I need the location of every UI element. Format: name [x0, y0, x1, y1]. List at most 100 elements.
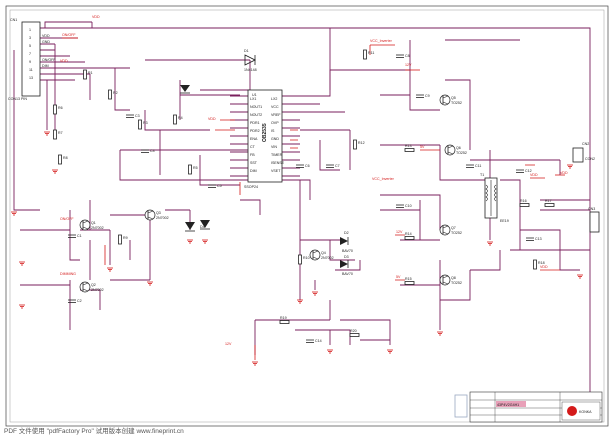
resistor-r12: R12: [353, 139, 365, 150]
svg-text:U1: U1: [252, 93, 257, 97]
transformer-t1: T1 EE19: [480, 173, 509, 223]
transistor-part: 2N7002: [156, 216, 169, 220]
capacitor-ref: C1: [77, 234, 82, 238]
svg-text:3: 3: [29, 36, 31, 40]
resistor-r6: R6: [53, 104, 63, 115]
resistor-r10: R10: [298, 254, 310, 265]
svg-text:ON/OFF: ON/OFF: [42, 58, 56, 62]
diode-d2: D2 BAV70: [340, 231, 353, 253]
ground-icon: [437, 331, 443, 336]
connector-cn2: CN2 CON2: [572, 142, 595, 163]
svg-text:SST: SST: [250, 161, 258, 165]
ground-icon: [577, 274, 583, 279]
ground-icon: [327, 349, 333, 354]
svg-text:ON/OFF: ON/OFF: [60, 217, 74, 221]
connector-cn3: CN3: [588, 207, 600, 233]
svg-text:VREF: VREF: [271, 113, 281, 117]
resistor-ref: R12: [358, 141, 365, 145]
svg-text:ISENSE: ISENSE: [271, 161, 285, 165]
transistor-ref: Q1: [91, 221, 96, 225]
resistor-r8: R8: [58, 154, 68, 165]
svg-text:D1: D1: [244, 49, 249, 53]
resistor-ref: R16: [520, 199, 527, 203]
svg-text:CT: CT: [250, 145, 256, 149]
ground-icon: [19, 261, 25, 266]
transistor-ref: Q7: [451, 226, 456, 230]
capacitor-c11: C11: [466, 164, 481, 168]
capacitor-c12: C12: [516, 169, 532, 173]
svg-text:GND: GND: [271, 137, 279, 141]
svg-text:9: 9: [29, 60, 31, 64]
transistor-ref: Q8: [451, 276, 456, 280]
svg-text:TIMER: TIMER: [271, 153, 283, 157]
capacitor-c13: C13: [526, 237, 542, 241]
resistor-ref: R13: [405, 144, 412, 148]
ground-icon: [297, 299, 303, 304]
ground-icon: [107, 267, 113, 272]
transistor-ref: Q3: [156, 211, 161, 215]
capacitor-ref: C5: [217, 184, 222, 188]
resistor-r16: R16: [519, 199, 530, 207]
connector-cn1: CN1 CON13 PIN 1 3 5 7 9 11 13 VDD GND ON…: [8, 18, 56, 101]
svg-text:VDD: VDD: [42, 34, 50, 38]
svg-text:LX2: LX2: [271, 97, 277, 101]
pdf-footer-note: PDF 文件使用 "pdfFactory Pro" 试用版本创建 www.fin…: [4, 428, 184, 435]
svg-text:EE19: EE19: [500, 219, 509, 223]
resistor-ref: R1: [88, 71, 93, 75]
resistor-r7: R7: [53, 129, 63, 140]
resistor-r1: R1: [83, 69, 93, 80]
transistor-part: TO252: [451, 101, 462, 105]
part-number-highlight: [496, 401, 526, 407]
capacitor-c8: C8: [396, 54, 410, 58]
diode-d4: D4: [185, 222, 205, 232]
ic-oz9938-controller: OB2535 U1 SSOP24 LX1 NOUT1 NOUT2 PDR1 PD…: [244, 89, 285, 189]
svg-text:D2: D2: [344, 231, 349, 235]
svg-text:VDD: VDD: [540, 265, 548, 269]
transistor-part: TO252: [451, 281, 462, 285]
resistor-ref: R20: [350, 329, 357, 333]
svg-text:LX1: LX1: [250, 97, 256, 101]
capacitor-c4: C4: [141, 149, 155, 153]
sheet-border: [5, 5, 609, 427]
svg-text:7: 7: [29, 52, 31, 56]
resistor-r20: R20: [349, 329, 360, 337]
resistor-r5: R5: [188, 164, 198, 175]
svg-text:FB: FB: [250, 153, 255, 157]
diode-d6: [180, 85, 190, 94]
svg-text:12V: 12V: [225, 342, 232, 346]
transistor-ref: Q4: [321, 251, 326, 255]
svg-text:VCC_Inverter: VCC_Inverter: [370, 39, 393, 43]
capacitor-c6: C6: [296, 164, 310, 168]
svg-text:BAV70: BAV70: [342, 272, 353, 276]
svg-text:12V: 12V: [396, 230, 403, 234]
resistor-ref: R7: [58, 131, 63, 135]
svg-text:KONKA: KONKA: [579, 410, 592, 414]
transistor-part: TO252: [451, 231, 462, 235]
svg-text:OVP: OVP: [271, 121, 279, 125]
transistor-ref: Q5: [451, 96, 456, 100]
svg-text:VDD: VDD: [208, 117, 216, 121]
resistor-r14: R14: [404, 232, 415, 240]
svg-text:DIM: DIM: [250, 169, 257, 173]
svg-text:DIM: DIM: [42, 64, 49, 68]
resistor-ref: R5: [193, 166, 198, 170]
svg-text:DIMMING: DIMMING: [60, 272, 76, 276]
resistor-ref: R4: [178, 116, 183, 120]
ground-icon: [52, 169, 58, 174]
ground-icon: [487, 241, 493, 246]
ground-group: [11, 131, 583, 366]
svg-text:CN2: CN2: [582, 142, 589, 146]
resistor-ref: R8: [63, 156, 68, 160]
capacitor-c10: C10: [396, 204, 412, 208]
svg-text:CN1: CN1: [10, 18, 17, 22]
ground-icon: [11, 211, 17, 216]
svg-text:NOUT1: NOUT1: [250, 105, 262, 109]
svg-text:ENA: ENA: [250, 137, 258, 141]
transistor-part: TO252: [456, 151, 467, 155]
svg-text:VSET: VSET: [271, 169, 281, 173]
